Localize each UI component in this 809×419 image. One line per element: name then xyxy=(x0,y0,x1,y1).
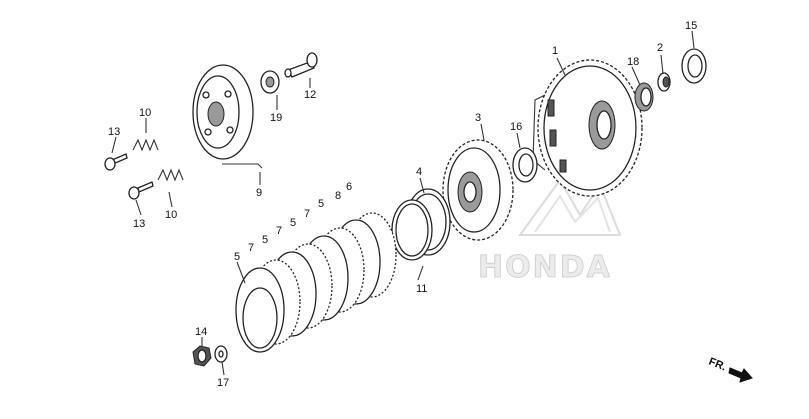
clutch-spring-upper xyxy=(132,138,159,152)
callout-11: 11 xyxy=(416,283,427,295)
callout-2: 2 xyxy=(657,42,663,54)
clutch-plate-stack xyxy=(235,212,397,353)
pressure-plate xyxy=(192,64,254,160)
callout-7-a: 7 xyxy=(248,242,254,254)
callout-4: 4 xyxy=(416,166,422,178)
collar xyxy=(657,72,671,92)
callout-labels: 1 2 3 4 5 5 5 5 6 7 7 7 7 8 9 10 10 11 1… xyxy=(108,20,697,389)
honda-watermark: HONDA xyxy=(478,178,622,286)
clutch-outer xyxy=(532,59,643,197)
callout-10-b: 10 xyxy=(165,209,177,221)
callout-1: 1 xyxy=(552,45,558,57)
callout-8: 8 xyxy=(335,190,341,202)
callout-14: 14 xyxy=(195,326,207,338)
callout-13-a: 13 xyxy=(108,126,120,138)
washer-17 xyxy=(214,345,228,363)
callout-7-c: 7 xyxy=(304,208,310,220)
callout-6: 6 xyxy=(346,181,352,193)
callout-13-b: 13 xyxy=(133,218,145,230)
front-direction-indicator: FR. xyxy=(707,356,753,383)
thrust-washer-15 xyxy=(681,48,707,84)
callout-7-b: 7 xyxy=(276,225,282,237)
judder-spring xyxy=(391,199,433,261)
bolt-lower xyxy=(128,181,154,200)
bolt-upper xyxy=(104,153,128,171)
callout-5-c: 5 xyxy=(290,217,296,229)
lock-nut xyxy=(192,345,212,367)
front-label: FR. xyxy=(707,356,728,374)
leader-lines xyxy=(111,30,695,376)
callout-15: 15 xyxy=(685,20,697,32)
release-bearing xyxy=(260,70,280,94)
callout-19: 19 xyxy=(270,112,282,124)
callout-16: 16 xyxy=(510,121,522,133)
callout-5-a: 5 xyxy=(234,251,240,263)
callout-3: 3 xyxy=(475,112,481,124)
callout-5-b: 5 xyxy=(262,234,268,246)
lifter-piece xyxy=(284,52,318,78)
thrust-washer-16 xyxy=(512,147,538,183)
honda-watermark-text: HONDA xyxy=(478,250,612,285)
clutch-spring-lower xyxy=(157,168,184,182)
callout-10-a: 10 xyxy=(139,107,151,119)
callout-17: 17 xyxy=(217,377,229,389)
needle-bearing xyxy=(634,82,654,112)
callout-18: 18 xyxy=(627,56,639,68)
callout-9: 9 xyxy=(256,187,262,199)
clutch-center xyxy=(442,139,514,241)
front-arrow-icon xyxy=(728,367,753,383)
callout-5-d: 5 xyxy=(318,198,324,210)
callout-12: 12 xyxy=(304,89,316,101)
